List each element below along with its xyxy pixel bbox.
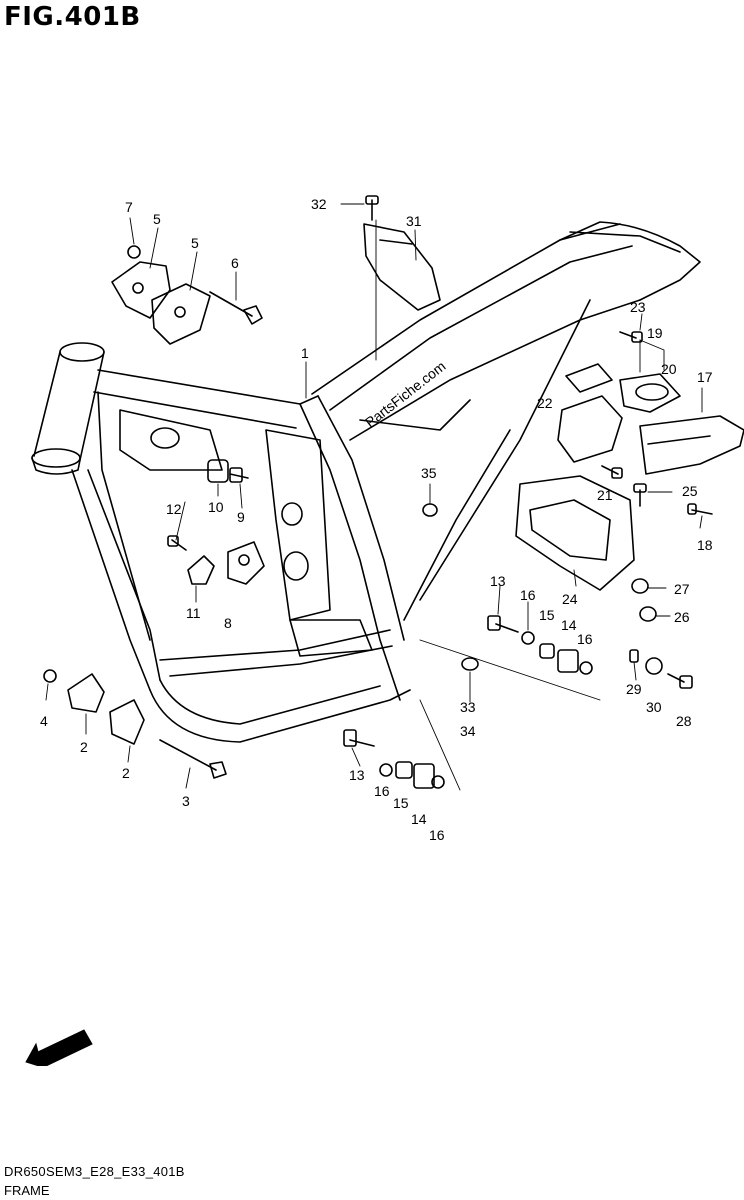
callout-8: 8	[224, 615, 232, 631]
callout-29: 29	[626, 681, 642, 697]
rear-fender-17	[639, 415, 744, 475]
bolt-3	[159, 739, 227, 779]
callout-24: 24	[562, 591, 578, 607]
callout-16-lower-right: 16	[429, 827, 445, 843]
callout-labels: 1 2 2 3 4 5 5 6 7 8 9 10 11 12 13 13 14 …	[40, 196, 713, 843]
bracket-2a	[67, 673, 105, 713]
nut-26	[639, 606, 657, 622]
collar-29	[629, 649, 639, 663]
callout-15-lower: 15	[393, 795, 409, 811]
washer-16b	[579, 661, 593, 675]
callout-19: 19	[647, 325, 663, 341]
callout-12: 12	[166, 501, 182, 517]
figure-name: FRAME	[4, 1183, 50, 1198]
callout-4: 4	[40, 713, 48, 729]
bracket-22	[557, 363, 623, 463]
bracket-2b	[109, 699, 145, 745]
washer-16d	[431, 775, 445, 789]
washer-16c	[379, 763, 393, 777]
bolt-32	[365, 195, 379, 221]
callout-22: 22	[537, 395, 553, 411]
bolt-9	[229, 467, 249, 483]
engine-mount-plate-5a	[111, 261, 171, 319]
callout-11: 11	[186, 605, 201, 621]
bolt-18	[687, 503, 713, 515]
callout-17: 17	[697, 369, 713, 385]
side-cover-24	[515, 475, 635, 591]
callout-14-upper: 14	[561, 617, 577, 633]
callout-31: 31	[406, 213, 422, 229]
fwd-arrow-icon	[25, 1029, 93, 1066]
callout-16-upper-right: 16	[577, 631, 593, 647]
bolt-25	[633, 483, 647, 507]
cap-33	[461, 657, 479, 671]
bushing-14a	[557, 649, 579, 673]
watermark-text: PartsFiche.com	[362, 358, 448, 430]
callout-35: 35	[421, 465, 437, 481]
callout-1: 1	[301, 345, 309, 361]
seat-bracket-31	[363, 223, 441, 311]
callout-9: 9	[237, 509, 245, 525]
figure-code: DR650SEM3_E28_E33_401B	[4, 1164, 185, 1179]
callout-13-lower: 13	[349, 767, 365, 783]
callout-5-left: 5	[153, 211, 161, 227]
rear-subframe	[311, 221, 701, 621]
leader-lines	[45, 203, 703, 791]
nut-4	[43, 669, 57, 683]
callout-20: 20	[661, 361, 677, 377]
engine-mount-plate-5b	[151, 283, 211, 345]
collar-15a	[539, 643, 555, 659]
nut-7	[127, 245, 141, 259]
callout-34: 34	[460, 723, 476, 739]
bolt-12	[167, 535, 187, 551]
callout-30: 30	[646, 699, 662, 715]
washer-16a	[521, 631, 535, 645]
callout-21: 21	[597, 487, 613, 503]
bolt-13b	[343, 729, 375, 747]
callout-32: 32	[311, 196, 327, 212]
bushing-14b	[413, 763, 435, 789]
callout-6: 6	[231, 255, 239, 271]
main-frame	[71, 369, 411, 743]
bolt-6	[209, 291, 263, 325]
callout-27: 27	[674, 581, 690, 597]
callout-2-lower-left: 2	[80, 739, 88, 755]
callout-14-lower: 14	[411, 811, 427, 827]
callout-25: 25	[682, 483, 698, 499]
bracket-11	[187, 555, 215, 585]
callout-7: 7	[125, 199, 133, 215]
bolt-23	[619, 331, 643, 343]
spacer-10	[207, 459, 229, 483]
callout-18: 18	[697, 537, 713, 553]
head-tube	[31, 342, 105, 475]
callout-10: 10	[208, 499, 224, 515]
figure-title: FIG.401B	[4, 2, 141, 32]
plug-35	[422, 503, 438, 517]
callout-5-right: 5	[191, 235, 199, 251]
callout-23: 23	[630, 299, 646, 315]
grommet-27	[631, 578, 649, 594]
callout-33: 33	[460, 699, 476, 715]
callout-2-lower-right: 2	[122, 765, 130, 781]
grommet-30	[645, 657, 663, 675]
callout-26: 26	[674, 609, 690, 625]
callout-28: 28	[676, 713, 692, 729]
callout-16-upper-left: 16	[520, 587, 536, 603]
bracket-8	[227, 541, 265, 585]
bolt-28	[667, 673, 693, 689]
callout-15-upper: 15	[539, 607, 555, 623]
callout-13-upper: 13	[490, 573, 506, 589]
callout-16-lower-left: 16	[374, 783, 390, 799]
collar-15b	[395, 761, 413, 779]
fender-bracket-20	[619, 373, 681, 413]
bolt-13a	[487, 615, 519, 633]
callout-3: 3	[182, 793, 190, 809]
